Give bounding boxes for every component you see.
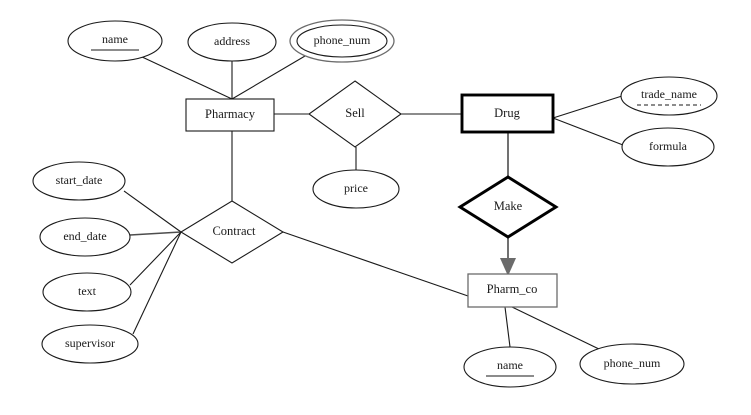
attribute-label-phonenum-pharmco: phone_num	[604, 356, 661, 370]
attribute-node-enddate[interactable]: end_date	[39, 217, 131, 257]
attribute-label-phonenum-pharmacy: phone_num	[314, 33, 371, 47]
edge-pharmco-to-phonenum	[511, 306, 602, 351]
relationship-label-make: Make	[494, 199, 523, 213]
attribute-layer: name address phone_num price	[32, 19, 718, 388]
edge-pharmco-to-name	[504, 306, 511, 348]
attribute-node-tradename[interactable]: trade_name	[620, 76, 718, 116]
entity-node-drug[interactable]: Drug	[460, 93, 555, 134]
ellipse-name-pharmco	[463, 346, 557, 388]
diamond-contract	[179, 200, 285, 264]
attribute-node-text[interactable]: text	[42, 272, 132, 312]
edge-name-to-pharmacy	[139, 55, 233, 100]
attribute-label-address: address	[214, 34, 250, 48]
box-pharmco	[467, 273, 558, 308]
attribute-node-formula[interactable]: formula	[621, 127, 715, 167]
box-pharmacy	[185, 98, 275, 132]
diamond-sell	[308, 80, 402, 148]
ellipse-startdate	[32, 161, 126, 201]
attribute-label-name-pharmco: name	[497, 358, 523, 372]
attribute-node-startdate[interactable]: start_date	[32, 161, 126, 201]
ellipse-supervisor	[41, 324, 139, 364]
entity-node-pharmco[interactable]: Pharm_co	[467, 273, 558, 308]
attribute-label-supervisor: supervisor	[65, 336, 115, 350]
relationship-label-sell: Sell	[345, 106, 365, 120]
ellipse-formula	[621, 127, 715, 167]
attribute-label-price: price	[344, 181, 368, 195]
entity-label-drug: Drug	[494, 106, 520, 120]
entity-label-pharmacy: Pharmacy	[205, 107, 256, 121]
attribute-node-address[interactable]: address	[187, 22, 277, 62]
edge-supervisor-to-contract	[132, 231, 182, 335]
attribute-node-price[interactable]: price	[312, 169, 400, 209]
ellipse-inner-phonenum-pharmacy	[296, 24, 388, 58]
edge-drug-to-formula	[552, 117, 624, 146]
relationship-node-contract[interactable]: Contract	[179, 200, 285, 264]
edge-layer	[123, 55, 624, 351]
relationship-label-contract: Contract	[212, 224, 256, 238]
edge-text-to-contract	[129, 231, 182, 286]
edge-enddate-to-contract	[129, 231, 182, 236]
ellipse-address	[187, 22, 277, 62]
attribute-label-enddate: end_date	[63, 229, 106, 243]
attribute-label-name-pharmacy: name	[102, 32, 128, 46]
attribute-label-tradename: trade_name	[641, 87, 697, 101]
attribute-node-phonenum-pharmacy[interactable]: phone_num	[289, 19, 395, 63]
attribute-label-formula: formula	[649, 139, 688, 153]
entity-label-pharmco: Pharm_co	[487, 282, 538, 296]
edge-contract-to-pharmco	[282, 231, 469, 297]
attribute-node-supervisor[interactable]: supervisor	[41, 324, 139, 364]
ellipse-phonenum-pharmco	[579, 343, 685, 385]
entity-node-pharmacy[interactable]: Pharmacy	[185, 98, 275, 132]
attribute-node-name-pharmacy[interactable]: name	[67, 20, 163, 62]
ellipse-text	[42, 272, 132, 312]
ellipse-name-pharmacy	[67, 20, 163, 62]
edge-drug-to-tradename	[552, 95, 623, 119]
diamond-make	[457, 175, 559, 239]
attribute-node-name-pharmco[interactable]: name	[463, 346, 557, 388]
box-drug	[460, 93, 555, 134]
edge-startdate-to-contract	[123, 190, 182, 233]
entity-layer: Pharmacy Drug Pharm_co	[185, 93, 558, 308]
attribute-label-text: text	[78, 284, 97, 298]
relationship-node-make[interactable]: Make	[457, 175, 559, 239]
attribute-label-startdate: start_date	[56, 173, 103, 187]
ellipse-price	[312, 169, 400, 209]
relationship-layer: Sell Contract Make	[179, 80, 559, 264]
arrowhead-make-to-pharmco	[500, 258, 516, 276]
ellipse-enddate	[39, 217, 131, 257]
attribute-node-phonenum-pharmco[interactable]: phone_num	[579, 343, 685, 385]
relationship-node-sell[interactable]: Sell	[308, 80, 402, 148]
edge-phonenum-to-pharmacy	[231, 55, 306, 100]
